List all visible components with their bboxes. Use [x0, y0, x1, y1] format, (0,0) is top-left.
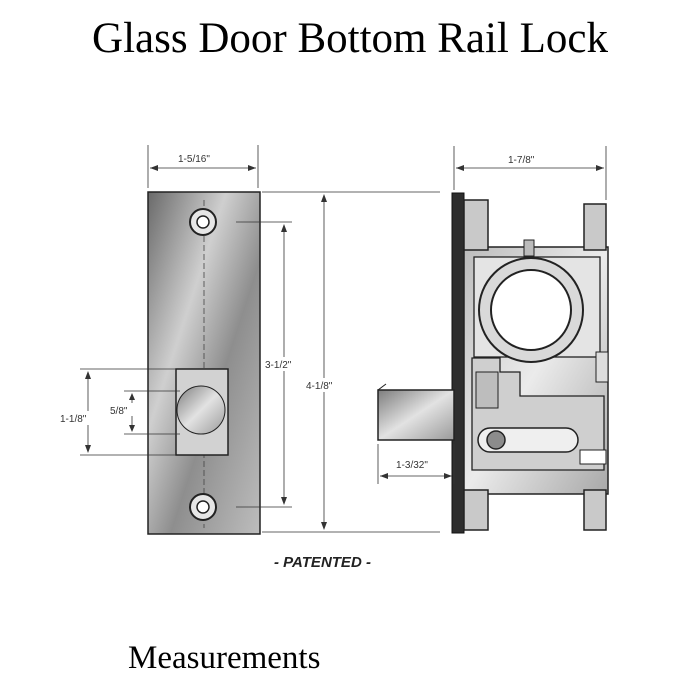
label-hole-spacing: 3-1/2": [265, 360, 292, 371]
dim-bolt-throw: 1-3/32": [377, 444, 455, 484]
label-bolt-opening-inner: 5/8": [110, 406, 128, 417]
label-overall-height: 4-1/8": [306, 381, 333, 392]
page-title: Glass Door Bottom Rail Lock: [92, 15, 608, 62]
cylinder-bore: [478, 257, 584, 363]
dim-bolt-opening: 1-1/8" 5/8": [58, 368, 180, 456]
dim-body-depth: 1-7/8": [453, 146, 607, 200]
top-screw-hole: [189, 208, 217, 236]
dim-faceplate-width: 1-5/16": [147, 145, 259, 188]
label-body-depth: 1-7/8": [508, 155, 535, 166]
caption: Measurements: [128, 640, 321, 676]
label-faceplate-width: 1-5/16": [178, 154, 210, 165]
bolt-opening: [175, 368, 229, 456]
cam-slot: [477, 427, 579, 453]
faceplate-front-view: [147, 191, 261, 535]
dim-overall-height: 4-1/8": [262, 191, 440, 533]
lock-body-side-view: [451, 192, 609, 534]
label-bolt-opening-outer: 1-1/8": [60, 414, 87, 425]
latch-bolt: [377, 383, 455, 441]
bottom-screw-hole: [189, 493, 217, 521]
label-bolt-throw: 1-3/32": [396, 460, 428, 471]
dim-hole-spacing: 3-1/2": [236, 221, 306, 508]
patent-label: - PATENTED -: [274, 554, 371, 571]
